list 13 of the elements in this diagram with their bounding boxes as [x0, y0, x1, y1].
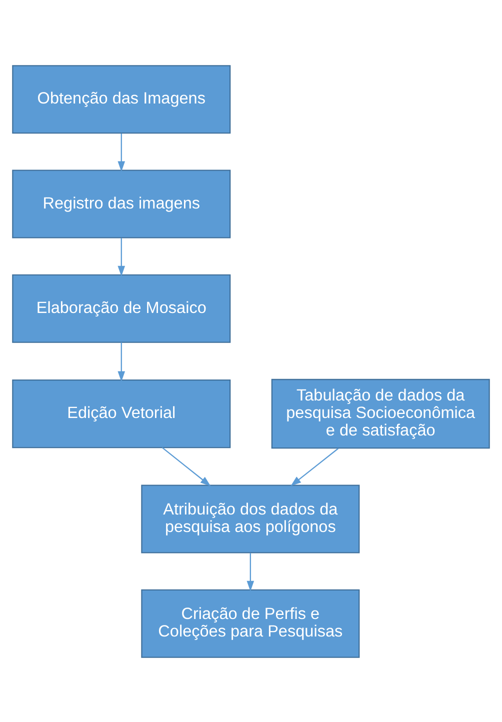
arrow [118, 132, 126, 172]
node-box: Obtenção das Imagens [12, 64, 231, 134]
node-box: Tabulação de dados da pesquisa Socioeconômica e de satisfação [271, 378, 490, 448]
node-box: Registro das imagens [12, 169, 231, 238]
arrow [162, 446, 211, 486]
arrow [290, 447, 339, 486]
arrow [246, 552, 254, 591]
node-box: Edição Vetorial [12, 379, 231, 448]
arrow [118, 238, 126, 276]
node-box: Criação de Perfis e Coleções para Pesquisas [141, 588, 360, 658]
arrow [118, 342, 126, 382]
node-box: Atribuição dos dados da pesquisa aos polígonos [141, 484, 360, 553]
node-box: Elaboração de Mosaico [12, 274, 231, 342]
